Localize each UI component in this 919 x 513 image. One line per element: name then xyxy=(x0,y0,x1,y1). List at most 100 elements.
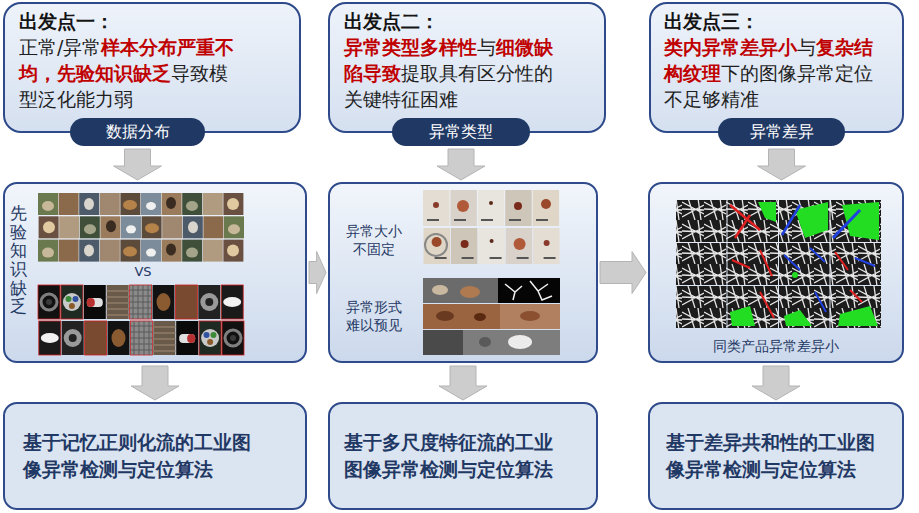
defect-form-photos xyxy=(423,278,498,303)
industrial-photos xyxy=(87,298,103,307)
label-text: 异常类型 xyxy=(429,122,493,141)
defect-size-photos xyxy=(423,190,450,226)
defect-size-photos xyxy=(478,190,505,226)
animal-photos xyxy=(42,201,54,211)
animal-photos xyxy=(141,193,161,215)
texture-anomaly-maps xyxy=(676,200,881,328)
defect-form-photos xyxy=(423,330,463,355)
text-block: 出发点一：正常/异常样本分布严重不均，先验知识缺乏导致模型泛化能力弱 xyxy=(19,8,237,112)
animal-photos xyxy=(100,193,120,215)
animal-photos xyxy=(223,193,243,215)
text-block: 基于差异共和性的工业图像异常检测与定位算法 xyxy=(666,429,881,483)
motivation-box: 出发点三：类内异常差异小与复杂结构纹理下的图像异常定位不足够精准 xyxy=(649,2,904,133)
industrial-photos xyxy=(87,298,95,307)
label-text: 基于差异共和性的工业图像异常检测与定位算法 xyxy=(666,431,875,480)
animal-photos xyxy=(84,198,94,210)
animal-photos xyxy=(38,193,243,215)
label-text: 数据分布 xyxy=(106,122,170,141)
category-pill: 数据分布 xyxy=(70,118,205,146)
texture-anomaly-maps xyxy=(835,252,848,270)
industrial-photos xyxy=(223,297,241,307)
text-block: 出发点三：类内异常差异小与复杂结构纹理下的图像异常定位不足够精准 xyxy=(664,8,882,112)
label-text: 异常大小不固定 xyxy=(346,223,402,257)
label-text: 同类产品异常差异小 xyxy=(713,338,839,354)
industrial-photos xyxy=(107,285,129,319)
defect-form-photos xyxy=(508,335,532,349)
text-block: 异常类型 xyxy=(392,118,530,146)
defect-size-photos xyxy=(423,190,559,226)
defect-size-photos xyxy=(489,201,493,205)
texture-anomaly-maps xyxy=(760,292,774,318)
texture-anomaly-maps xyxy=(779,200,830,242)
motivation-box: 出发点一：正常/异常样本分布严重不均，先验知识缺乏导致模型泛化能力弱 xyxy=(3,2,301,133)
defect-form-photos xyxy=(436,311,454,321)
text-block: 异常形式难以预见 xyxy=(344,298,404,334)
industrial-photos xyxy=(153,285,175,319)
animal-photos xyxy=(59,193,79,215)
industrial-photos xyxy=(157,293,171,311)
defect-size-photos xyxy=(533,190,560,226)
defect-size-photos xyxy=(424,228,560,264)
category-pill: 异常类型 xyxy=(392,118,530,146)
defect-form-photos xyxy=(498,278,560,303)
text-block: 基于多尺度特征流的工业图像异常检测与定位算法 xyxy=(344,429,559,483)
texture-anomaly-maps xyxy=(730,306,755,326)
industrial-photos xyxy=(38,285,243,319)
block-arrow xyxy=(114,149,162,180)
animal-photos xyxy=(203,193,223,215)
animal-photos xyxy=(79,193,99,215)
industrial-photos xyxy=(84,285,106,319)
texture-anomaly-maps xyxy=(831,243,882,285)
defect-size-photos xyxy=(457,200,469,212)
industrial-photos xyxy=(38,285,60,319)
illustration-panel: 先验知识缺乏VS xyxy=(3,182,307,363)
texture-anomaly-maps xyxy=(833,210,860,238)
label-text: 正常/异常 xyxy=(19,36,101,58)
animal-photos xyxy=(38,193,58,215)
defect-size-photos xyxy=(514,202,522,210)
defect-size-photos xyxy=(425,234,447,256)
texture-anomaly-maps xyxy=(779,243,830,285)
defect-form-photos xyxy=(423,304,560,329)
defect-size-photos xyxy=(450,190,477,226)
animal-photos xyxy=(182,193,202,215)
animal-photos xyxy=(166,197,176,209)
animal-photos xyxy=(38,193,244,262)
defect-form-photos xyxy=(432,285,448,295)
block-arrow xyxy=(309,252,326,294)
texture-anomaly-maps xyxy=(831,286,882,328)
label-text: 出发点一： xyxy=(19,8,237,34)
label-text: 基于记忆正则化流的工业图像异常检测与定位算法 xyxy=(23,431,251,480)
defect-form-photos xyxy=(423,278,560,355)
label-text: 与 xyxy=(797,36,816,58)
texture-anomaly-maps xyxy=(838,306,878,326)
texture-anomaly-maps xyxy=(792,272,798,278)
animal-photos xyxy=(38,240,243,262)
industrial-photos xyxy=(107,291,129,315)
texture-anomaly-maps xyxy=(730,205,760,238)
defect-size-photos xyxy=(505,190,532,226)
texture-anomaly-maps xyxy=(831,200,882,242)
texture-anomaly-maps xyxy=(784,310,812,326)
industrial-photos xyxy=(73,296,79,302)
defect-size-photos xyxy=(433,202,439,208)
texture-anomaly-maps xyxy=(784,248,825,270)
defect-form-photos xyxy=(460,286,480,298)
texture-anomaly-maps xyxy=(758,202,776,222)
method-box: 基于记忆正则化流的工业图像异常检测与定位算法 xyxy=(3,402,307,510)
industrial-photos xyxy=(198,285,220,319)
industrial-photos xyxy=(175,285,197,319)
label-text: 与 xyxy=(477,36,496,58)
texture-anomaly-maps xyxy=(676,243,727,285)
animal-photos xyxy=(146,202,156,210)
texture-anomaly-maps xyxy=(728,200,779,242)
industrial-photos xyxy=(61,285,83,319)
block-arrow xyxy=(439,366,487,400)
label-text: 类内异常差异小 xyxy=(664,36,797,58)
defect-form-photos xyxy=(520,311,540,321)
defect-size-photos xyxy=(541,199,551,209)
texture-anomaly-maps xyxy=(855,258,875,266)
defect-form-photos xyxy=(479,337,491,347)
texture-anomaly-maps xyxy=(676,200,727,242)
